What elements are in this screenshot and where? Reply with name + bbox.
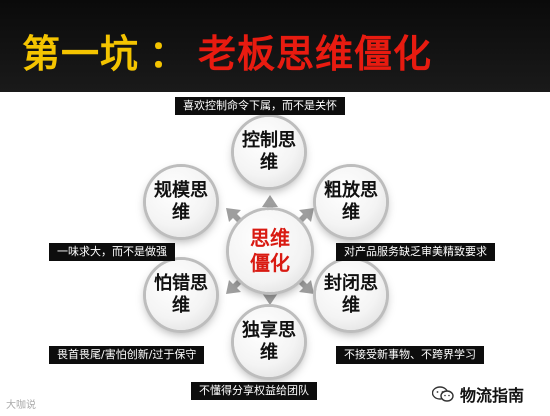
slide-title: 第一坑 ： 老板思维僵化 <box>22 28 432 76</box>
center-text: 思维僵化 <box>250 226 290 275</box>
arrows-layer <box>226 195 314 305</box>
footer-brand: 物流指南 <box>432 382 524 406</box>
title-prefix: 第一坑 <box>22 31 140 76</box>
node-scale-label: 规模思维 <box>154 180 208 223</box>
wechat-icon <box>432 386 454 402</box>
arrow-down-icon <box>262 288 278 305</box>
label-closed: 不接受新事物、不跨界学习 <box>336 346 484 364</box>
diagram-area: 思维僵化 控制思维 粗放思维 封闭思维 独享思维 怕错思维 规模思维 喜欢控制命… <box>0 92 550 416</box>
label-scale: 一味求大，而不是做强 <box>49 243 175 261</box>
center-bubble: 思维僵化 <box>229 210 311 292</box>
label-exclusive: 不懂得分享权益给团队 <box>191 382 317 400</box>
arrow-up-left-icon <box>226 208 243 224</box>
node-closed-label: 封闭思维 <box>324 273 378 316</box>
node-exclusive: 独享思维 <box>234 307 304 377</box>
title-colon: ： <box>149 31 189 76</box>
arrow-up-right-icon <box>297 208 314 224</box>
node-extensive: 粗放思维 <box>316 167 386 237</box>
node-exclusive-label: 独享思维 <box>242 320 296 363</box>
node-closed: 封闭思维 <box>316 260 386 330</box>
label-fear: 畏首畏尾/害怕创新/过于保守 <box>49 346 205 364</box>
footer-brand-label: 物流指南 <box>460 386 525 405</box>
arrow-up-icon <box>262 195 278 214</box>
node-scale: 规模思维 <box>146 167 216 237</box>
label-control: 喜欢控制命令下属，而不是关怀 <box>175 97 345 115</box>
arrow-down-left-icon <box>226 278 243 294</box>
footer-watermark: 大咖说 <box>6 400 36 411</box>
node-fear: 怕错思维 <box>146 260 216 330</box>
node-fear-label: 怕错思维 <box>154 273 208 316</box>
node-control-label: 控制思维 <box>242 130 296 173</box>
node-control: 控制思维 <box>234 117 304 187</box>
title-main: 老板思维僵化 <box>198 31 433 76</box>
label-extensive: 对产品服务缺乏审美精致要求 <box>336 243 495 261</box>
node-extensive-label: 粗放思维 <box>324 180 378 223</box>
slide-header: 第一坑 ： 老板思维僵化 <box>0 0 550 92</box>
arrow-down-right-icon <box>297 278 314 294</box>
